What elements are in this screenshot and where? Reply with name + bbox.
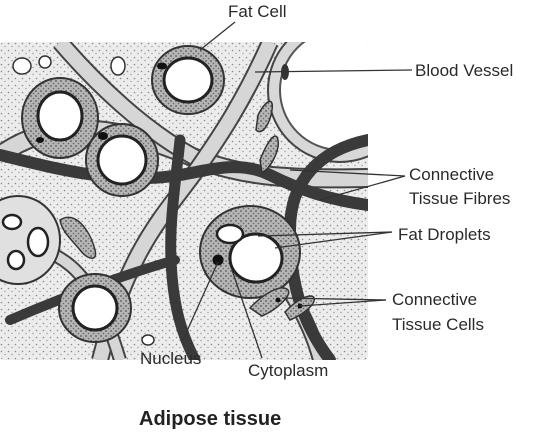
fat-cell-left-edge [0, 195, 61, 285]
connective-tissue-cells [59, 100, 315, 321]
fat-cell-middle [85, 123, 159, 197]
blood-vessel [267, 42, 368, 163]
label-connective-tissue-cells-line2: Tissue Cells [392, 315, 484, 334]
fat-cell-left [21, 77, 99, 159]
label-connective-tissue-fibres-line1: Connective [409, 165, 494, 184]
label-fat-cell: Fat Cell [228, 2, 287, 21]
fat-cell-top [151, 45, 225, 115]
label-cytoplasm: Cytoplasm [248, 361, 328, 380]
label-connective-tissue-fibres-line2: Tissue Fibres [409, 189, 510, 208]
dark-fibre-2 [165, 134, 201, 360]
small-cells [12, 55, 155, 346]
label-nucleus: Nucleus [140, 349, 201, 368]
label-blood-vessel: Blood Vessel [415, 61, 513, 80]
dark-fibre-1 [0, 149, 368, 211]
leader-lines [182, 21, 413, 359]
label-connective-tissue-cells-line1: Connective [392, 290, 477, 309]
fat-cell-center [199, 205, 301, 299]
tissue-section [0, 42, 368, 360]
fat-cell-bottom-left [58, 273, 132, 343]
label-fat-droplets: Fat Droplets [398, 225, 491, 244]
diagram-title: Adipose tissue [139, 408, 281, 430]
